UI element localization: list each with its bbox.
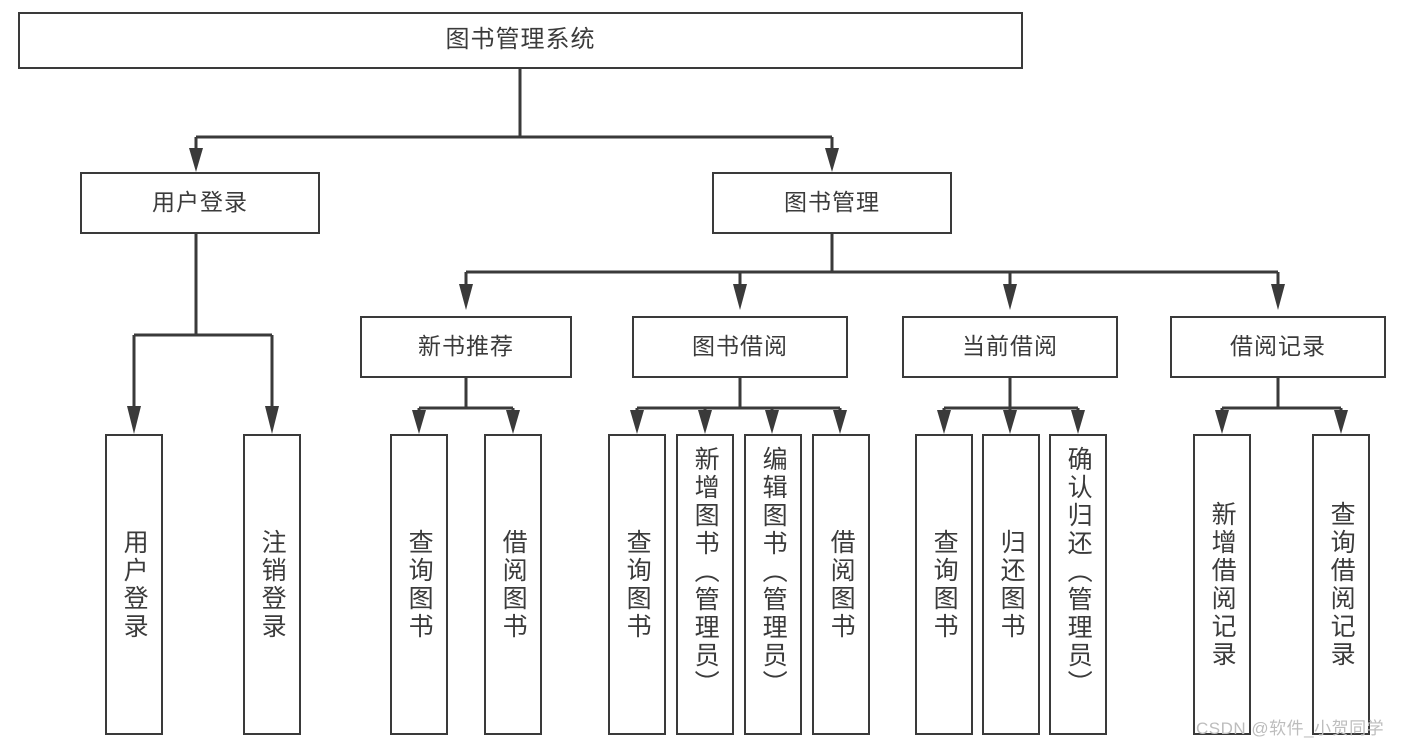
node-label: 借阅图书 xyxy=(827,528,856,641)
leaf-book-borrow-edit[interactable]: 编辑图书（管理员） xyxy=(744,434,802,735)
leaf-borrow-record-query[interactable]: 查询借阅记录 xyxy=(1312,434,1370,735)
node-label: 图书管理 xyxy=(784,189,880,216)
node-current-borrow[interactable]: 当前借阅 xyxy=(902,316,1118,378)
node-label: 用户登录 xyxy=(152,189,248,216)
leaf-borrow-record-add[interactable]: 新增借阅记录 xyxy=(1193,434,1251,735)
leaf-book-borrow-query[interactable]: 查询图书 xyxy=(608,434,666,735)
node-label: 当前借阅 xyxy=(962,333,1058,360)
node-label: 新书推荐 xyxy=(418,333,514,360)
leaf-new-book-query[interactable]: 查询图书 xyxy=(390,434,448,735)
node-new-book-recommend[interactable]: 新书推荐 xyxy=(360,316,572,378)
node-label: 查询图书 xyxy=(405,528,434,641)
node-label: 借阅记录 xyxy=(1230,333,1326,360)
leaf-new-book-borrow[interactable]: 借阅图书 xyxy=(484,434,542,735)
node-user-login[interactable]: 用户登录 xyxy=(80,172,320,234)
leaf-book-borrow-add[interactable]: 新增图书（管理员） xyxy=(676,434,734,735)
leaf-book-borrow-borrow[interactable]: 借阅图书 xyxy=(812,434,870,735)
leaf-user-login-login[interactable]: 用户登录 xyxy=(105,434,163,735)
leaf-current-borrow-confirm-return[interactable]: 确认归还（管理员） xyxy=(1049,434,1107,735)
node-label: 归还图书 xyxy=(997,528,1026,641)
node-label: 新增借阅记录 xyxy=(1208,500,1237,669)
node-book-management[interactable]: 图书管理 xyxy=(712,172,952,234)
node-borrow-record[interactable]: 借阅记录 xyxy=(1170,316,1386,378)
node-label: 图书管理系统 xyxy=(445,26,596,54)
csdn-watermark: CSDN @软件_小贺同学 xyxy=(1196,719,1385,738)
node-book-borrow[interactable]: 图书借阅 xyxy=(632,316,848,378)
node-label: 图书借阅 xyxy=(692,333,788,360)
node-label: 注销登录 xyxy=(258,528,287,641)
node-label: 查询图书 xyxy=(623,528,652,641)
node-label: 编辑图书（管理员） xyxy=(759,446,788,698)
node-label: 查询图书 xyxy=(930,528,959,641)
node-root-system[interactable]: 图书管理系统 xyxy=(18,12,1023,69)
node-label: 用户登录 xyxy=(120,528,149,641)
leaf-current-borrow-query[interactable]: 查询图书 xyxy=(915,434,973,735)
leaf-current-borrow-return[interactable]: 归还图书 xyxy=(982,434,1040,735)
node-label: 新增图书（管理员） xyxy=(691,446,720,698)
node-label: 借阅图书 xyxy=(499,528,528,641)
node-label: 确认归还（管理员） xyxy=(1064,446,1093,698)
node-label: 查询借阅记录 xyxy=(1327,500,1356,669)
leaf-user-login-logout[interactable]: 注销登录 xyxy=(243,434,301,735)
